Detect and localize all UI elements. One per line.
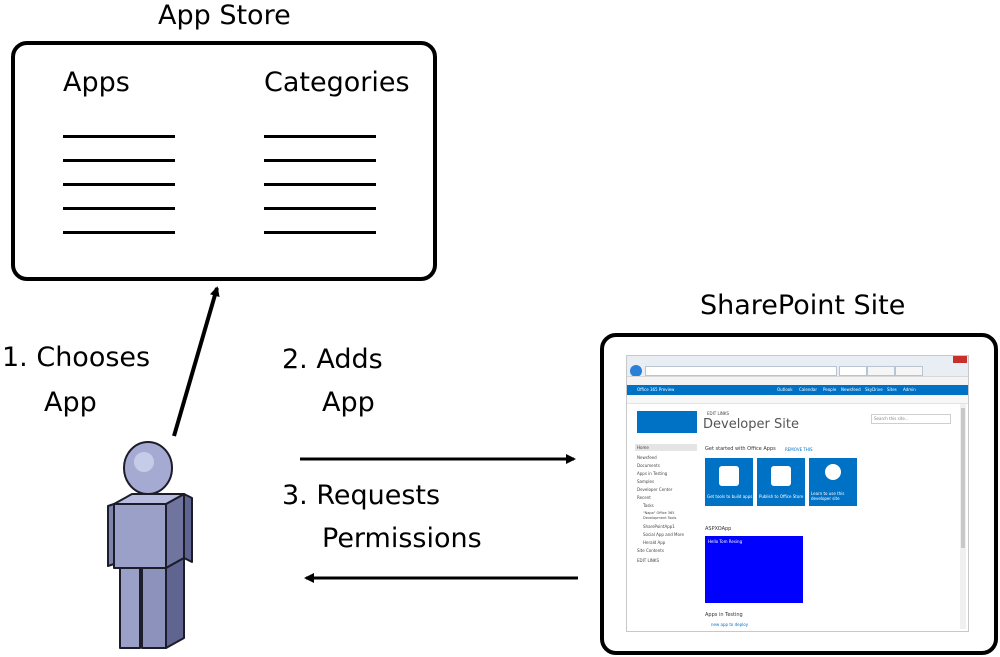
step1-label-line2: App (44, 387, 97, 418)
app-part-title: ASPXOApp (705, 526, 732, 532)
puzzle-icon (771, 466, 791, 486)
categories-list-line (264, 207, 376, 210)
address-bar[interactable] (645, 366, 837, 376)
top-link-skydrive[interactable]: SkyDrive (865, 387, 883, 392)
left-nav-item[interactable]: Site Contents (637, 548, 664, 553)
apps-list-line (63, 159, 175, 162)
left-nav-item[interactable]: Newsfeed (637, 455, 657, 460)
top-link-newsfeed[interactable]: Newsfeed (841, 387, 861, 392)
app-part-frame: Hello Tom Resing (705, 536, 803, 603)
app-store-title: App Store (158, 0, 291, 31)
scrollbar-thumb[interactable] (961, 408, 965, 548)
search-placeholder: Search this site... (874, 416, 909, 421)
new-app-link[interactable]: new app to deploy (711, 622, 749, 627)
office365-nav-bar: Office 365 Preview Outlook Calendar Peop… (627, 385, 968, 395)
favorites-bar (627, 376, 968, 385)
office365-nav-label[interactable]: Office 365 Preview (637, 387, 675, 392)
left-nav-item[interactable]: Developer Center (637, 487, 673, 492)
page-scrollbar[interactable] (960, 404, 966, 629)
lightbulb-icon (825, 464, 841, 480)
tile-publish[interactable]: Publish to Office Store (757, 458, 805, 506)
window-close-icon[interactable] (953, 356, 967, 363)
left-nav-item[interactable]: Apps in Testing (637, 471, 668, 476)
top-link-people[interactable]: People (823, 387, 837, 392)
search-box[interactable]: Search this site... (871, 414, 951, 424)
site-title: Developer Site (703, 417, 799, 432)
top-link-admin[interactable]: Admin (903, 387, 916, 392)
left-nav-item[interactable]: "Napa" Office 365 Development Tools (643, 511, 677, 520)
sharepoint-screenshot: Office 365 Preview Outlook Calendar Peop… (626, 355, 969, 632)
puzzle-icon (719, 466, 739, 486)
ribbon-bar (627, 395, 968, 404)
step3-label-line2: Permissions (322, 523, 482, 554)
left-nav-item[interactable]: SharePointApp1 (643, 524, 675, 529)
user-person-icon (107, 441, 193, 649)
left-nav-item[interactable]: Herald App (643, 540, 666, 545)
hello-text: Hello Tom Resing (708, 539, 743, 544)
left-nav-item[interactable]: Social App and More (643, 532, 684, 537)
tile-get-tools[interactable]: Get tools to build apps (705, 458, 753, 506)
categories-list-line (264, 231, 376, 234)
apps-list-line (63, 135, 175, 138)
top-link-outlook[interactable]: Outlook (777, 387, 793, 392)
sharepoint-title: SharePoint Site (700, 290, 906, 321)
categories-list-line (264, 135, 376, 138)
browser-tab[interactable] (839, 366, 867, 376)
edit-links-top[interactable]: EDIT LINKS (707, 411, 730, 416)
remove-this-link[interactable]: REMOVE THIS (785, 447, 813, 452)
tile-label: Learn to use this developer site (811, 491, 845, 501)
back-button-icon[interactable] (630, 365, 642, 377)
tile-label: Publish to Office Store (759, 494, 804, 499)
step1-label-line1: 1. Chooses (2, 342, 151, 373)
browser-tab[interactable] (895, 366, 923, 376)
step2-label-line2: App (322, 387, 375, 418)
top-link-sites[interactable]: Sites (887, 387, 897, 392)
get-started-heading: Get started with Office Apps (705, 446, 776, 452)
top-link-calendar[interactable]: Calendar (799, 387, 817, 392)
left-nav-item[interactable]: Documents (637, 463, 660, 468)
left-nav-item[interactable]: Samples (637, 479, 655, 484)
apps-column-header: Apps (63, 67, 130, 98)
step2-label-line1: 2. Adds (282, 344, 383, 375)
apps-list-line (63, 207, 175, 210)
left-nav: Home Newsfeed Documents Apps in Testing … (635, 444, 697, 563)
app-store-box: Apps Categories (11, 41, 437, 281)
apps-list-line (63, 183, 175, 186)
browser-tab[interactable] (867, 366, 895, 376)
categories-column-header: Categories (264, 67, 410, 98)
apps-list-line (63, 231, 175, 234)
categories-list-line (264, 159, 376, 162)
left-edit-links[interactable]: EDIT LINKS (637, 558, 660, 563)
tile-label: Get tools to build apps (707, 494, 753, 499)
choose-app-arrow (172, 286, 220, 437)
tile-learn[interactable]: Learn to use this developer site (809, 458, 857, 506)
left-nav-item[interactable]: Tasks (643, 503, 654, 508)
site-logo[interactable] (637, 411, 697, 433)
categories-list-line (264, 183, 376, 186)
left-nav-item[interactable]: Recent (637, 495, 651, 500)
apps-in-testing-title: Apps in Testing (705, 612, 743, 618)
step3-label-line1: 3. Requests (282, 480, 441, 511)
left-nav-item[interactable]: Home (635, 444, 697, 451)
